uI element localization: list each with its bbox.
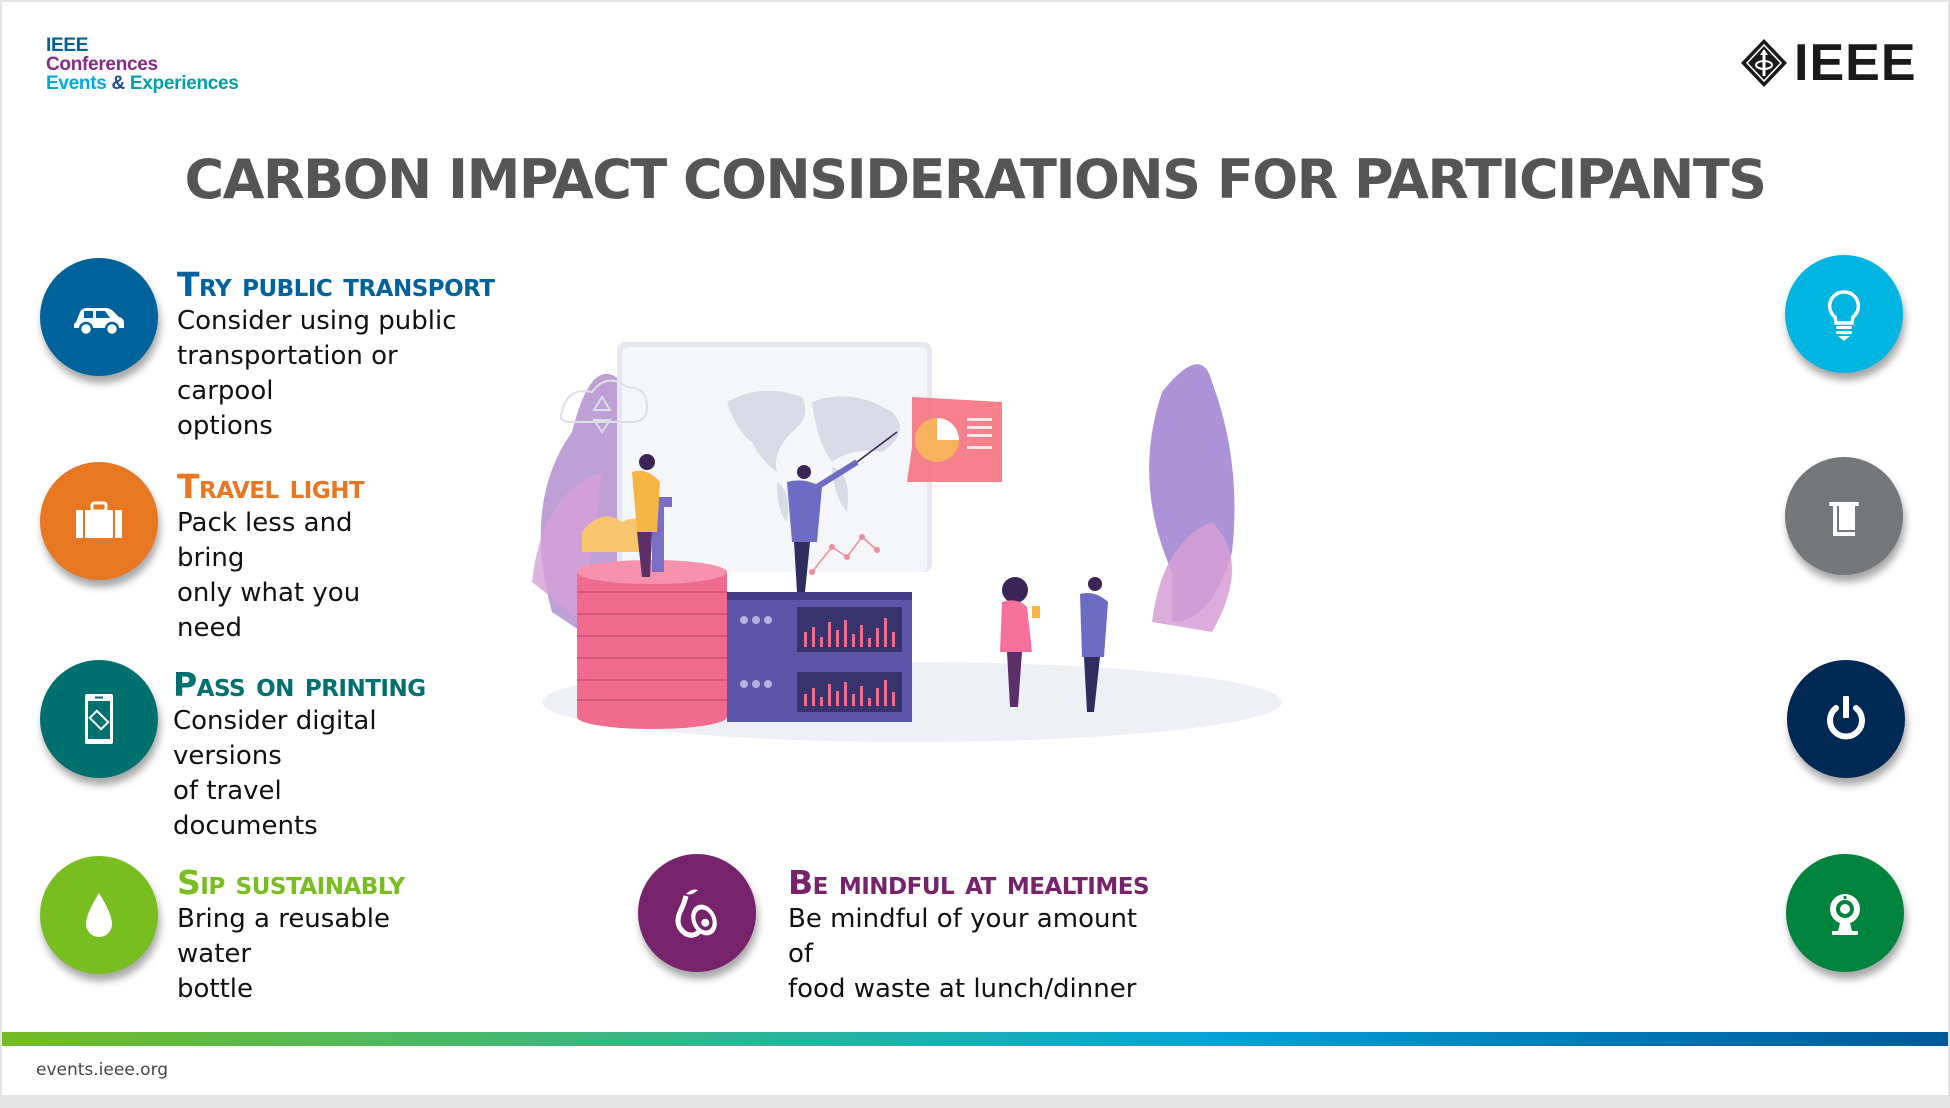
power-icon [1787, 660, 1905, 778]
tip-heading: Sip sustainably [177, 863, 405, 902]
tip-body-line: options [177, 411, 273, 441]
logo-word-events: Events [46, 73, 107, 94]
footer-url: events.ieee.org [36, 1060, 169, 1080]
tip-body-line: Consider using public [177, 306, 457, 336]
footer-gradient-bar [2, 1032, 1948, 1046]
logo-ampersand: & [111, 73, 126, 94]
avocado-pear-icon [638, 854, 756, 972]
ieee-diamond-icon [1741, 39, 1787, 87]
data-presentation-illustration [532, 342, 1282, 742]
tip-body-line: transportation or carpool [177, 341, 398, 406]
water-drop-icon [40, 856, 158, 974]
tip-body-line: bottle [177, 974, 254, 1004]
car-icon [40, 258, 158, 376]
logo-word-experiences: Experiences [129, 73, 239, 94]
page-title: CARBON IMPACT CONSIDERATIONS FOR PARTICI… [184, 148, 1767, 211]
ieee-wordmark: IEEE [1794, 34, 1917, 92]
ieee-logo: IEEE [1740, 34, 1917, 92]
tip-body-line: food waste at lunch/dinner [788, 974, 1137, 1004]
tip-heading: Try public transport [177, 265, 495, 304]
tip-body-line: Pack less and bring [177, 508, 353, 573]
ieee-conferences-logo: IEEE Conferences Events & Experiences [46, 36, 239, 93]
phone-ticket-icon [40, 660, 158, 778]
tip-body-line: of travel documents [173, 776, 318, 841]
logo-line-ieee: IEEE [46, 35, 89, 56]
tip-body-line: only what you need [177, 578, 361, 643]
webcam-icon [1786, 854, 1904, 972]
tip-heading: Travel light [177, 467, 365, 506]
lightbulb-icon [1785, 255, 1903, 373]
towel-icon [1785, 457, 1903, 575]
tip-body-line: Be mindful of your amount of [788, 904, 1138, 969]
suitcase-icon [40, 462, 158, 580]
logo-line-conferences: Conferences [46, 54, 158, 75]
tip-body-line: Bring a reusable water [177, 904, 390, 969]
tip-heading: Pass on printing [173, 665, 426, 704]
tip-body-line: Consider digital versions [173, 706, 377, 771]
tip-heading: Be mindful at mealtimes [788, 863, 1150, 902]
